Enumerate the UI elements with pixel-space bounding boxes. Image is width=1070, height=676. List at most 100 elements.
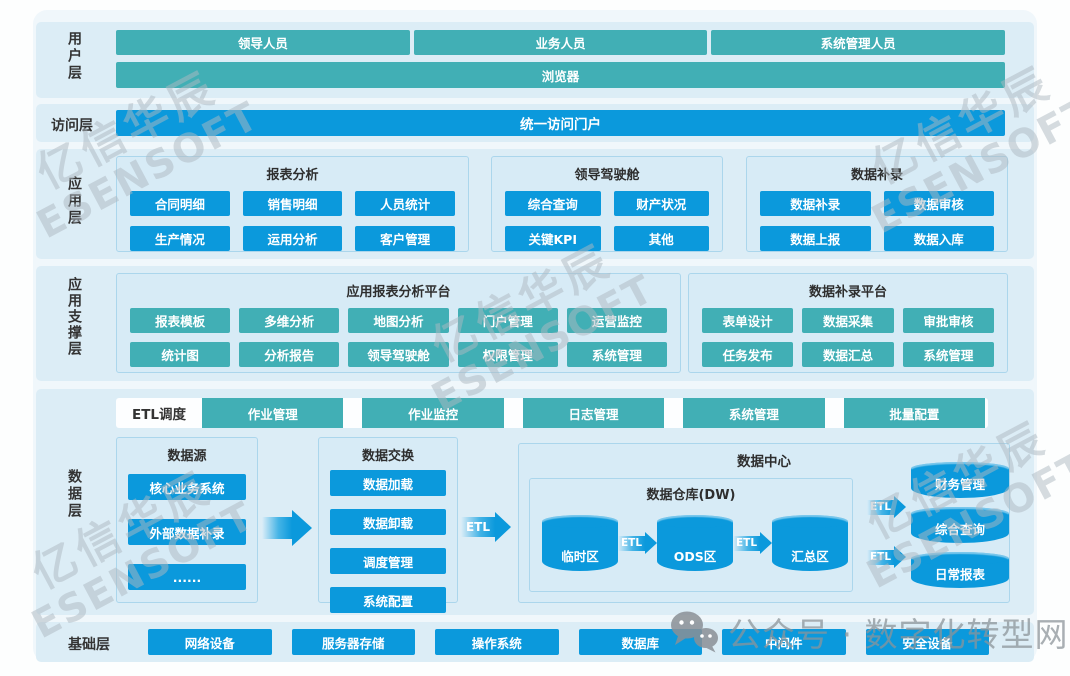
infra-button: 操作系统 bbox=[435, 629, 559, 655]
cylinder-label: 财务管理 bbox=[934, 476, 985, 492]
arrow-tail: ETL bbox=[461, 517, 495, 537]
arrow-head bbox=[894, 546, 906, 568]
arrow-head bbox=[894, 496, 906, 518]
arrow-head bbox=[495, 512, 511, 542]
dw-box: 数据仓库(DW) 临时区 ETL ODS区 ETL 汇总区 bbox=[529, 478, 853, 592]
exchange-button: 调度管理 bbox=[330, 548, 446, 574]
layer-label-user: 用户层 bbox=[66, 31, 82, 82]
role-button: 领导人员 bbox=[116, 30, 410, 55]
layer-label-support: 应用支撑层 bbox=[66, 277, 82, 357]
browser-bar: 浏览器 bbox=[116, 62, 1005, 88]
etl-bar-button: 系统管理 bbox=[683, 398, 825, 428]
app-button: 财产状况 bbox=[613, 191, 709, 216]
dw-cylinder: 汇总区 bbox=[772, 515, 848, 571]
dw-cylinder: 临时区 bbox=[542, 515, 618, 571]
support-button: 地图分析 bbox=[348, 308, 449, 333]
support-button: 审批审核 bbox=[902, 308, 994, 333]
app-button: 人员统计 bbox=[355, 191, 455, 216]
app-button: 关键KPI bbox=[505, 226, 601, 251]
group-box-cockpit: 领导驾驶舱 综合查询 财产状况 关键KPI 其他 bbox=[491, 156, 723, 252]
exchange-button: 系统配置 bbox=[330, 587, 446, 613]
arrow-head bbox=[760, 532, 772, 554]
app-button: 销售明细 bbox=[242, 191, 343, 216]
role-button: 系统管理人员 bbox=[711, 30, 1006, 55]
app-button: 数据审核 bbox=[883, 191, 994, 216]
etl-arrow: ETL bbox=[867, 546, 906, 568]
role-button: 业务人员 bbox=[413, 30, 708, 55]
etl-schedule-bar: ETL调度 作业管理 作业监控 日志管理 系统管理 批量配置 bbox=[116, 398, 988, 428]
diagram-canvas: 用户层 领导人员 业务人员 系统管理人员 浏览器 访问层 统一访问门户 应用层 … bbox=[33, 10, 1037, 662]
exchange-button: 数据卸载 bbox=[330, 509, 446, 535]
app-button: 客户管理 bbox=[355, 226, 455, 251]
etl-arrow: ETL bbox=[461, 512, 511, 542]
infra-button: 网络设备 bbox=[148, 629, 272, 655]
cylinder-label: 汇总区 bbox=[791, 549, 829, 564]
app-button: 其他 bbox=[613, 226, 709, 251]
group-title: 数据补录平台 bbox=[808, 285, 887, 300]
app-button: 生产情况 bbox=[130, 226, 230, 251]
mart-cylinder: 日常报表 bbox=[911, 552, 1009, 588]
dw-zones: 临时区 ETL ODS区 ETL 汇总区 bbox=[542, 515, 848, 571]
app-button: 数据上报 bbox=[760, 226, 871, 251]
arrow-tail: ETL bbox=[618, 535, 645, 551]
layer-band-support: 应用支撑层 应用报表分析平台 报表模板 多维分析 地图分析 门户管理 运营监控 … bbox=[36, 266, 1034, 381]
group-title: 报表分析 bbox=[266, 168, 319, 183]
etl-arrow: ETL bbox=[867, 496, 906, 518]
group-items: 综合查询 财产状况 关键KPI 其他 bbox=[492, 191, 722, 251]
layer-band-infra: 基础层 网络设备 服务器存储 操作系统 数据库 中间件 安全设备 bbox=[36, 622, 1034, 662]
app-button: 合同明细 bbox=[130, 191, 230, 216]
etl-bar-button: 批量配置 bbox=[843, 398, 986, 428]
app-button: 运用分析 bbox=[242, 226, 343, 251]
box-title: 数据中心 bbox=[737, 454, 791, 470]
dw-cylinder: ODS区 bbox=[657, 515, 733, 571]
infra-row: 网络设备 服务器存储 操作系统 数据库 中间件 安全设备 bbox=[148, 629, 989, 655]
box-title: 数据源 bbox=[167, 449, 207, 464]
box-title: 数据仓库(DW) bbox=[646, 488, 736, 503]
group-title: 数据补录 bbox=[850, 168, 903, 183]
support-button: 任务发布 bbox=[702, 342, 794, 367]
group-items: 表单设计 数据采集 审批审核 任务发布 数据汇总 系统管理 bbox=[689, 308, 1007, 367]
support-button: 报表模板 bbox=[130, 308, 231, 333]
arrow-tail: ETL bbox=[867, 549, 894, 565]
support-button: 统计图 bbox=[130, 342, 231, 367]
support-button: 分析报告 bbox=[239, 342, 340, 367]
datacenter-box: 数据中心 数据仓库(DW) 临时区 ETL ODS区 ETL bbox=[518, 443, 1010, 603]
support-button: 权限管理 bbox=[457, 342, 558, 367]
app-button: 数据补录 bbox=[760, 191, 871, 216]
group-box-report-analysis: 报表分析 合同明细 销售明细 人员统计 生产情况 运用分析 客户管理 bbox=[116, 156, 469, 252]
support-button: 系统管理 bbox=[902, 342, 994, 367]
support-button: 多维分析 bbox=[239, 308, 340, 333]
layer-label-data: 数据层 bbox=[66, 469, 82, 520]
group-items: 报表模板 多维分析 地图分析 门户管理 运营监控 统计图 分析报告 领导驾驶舱 … bbox=[117, 308, 680, 367]
etl-arrow: ETL bbox=[618, 532, 657, 554]
cylinder-label: 综合查询 bbox=[934, 521, 985, 537]
infra-button: 数据库 bbox=[578, 629, 702, 655]
group-box-supplement-platform: 数据补录平台 表单设计 数据采集 审批审核 任务发布 数据汇总 系统管理 bbox=[688, 273, 1008, 373]
group-title: 领导驾驶舱 bbox=[574, 168, 640, 183]
user-roles-row: 领导人员 业务人员 系统管理人员 bbox=[116, 30, 1006, 55]
etl-bar-label: ETL调度 bbox=[131, 407, 187, 423]
arrow-head bbox=[292, 510, 312, 546]
support-button: 数据采集 bbox=[802, 308, 894, 333]
data-exchange-box: 数据交换 数据加载 数据卸载 调度管理 系统配置 bbox=[318, 437, 458, 613]
cylinder-label: 日常报表 bbox=[934, 566, 985, 582]
app-button: 数据入库 bbox=[883, 226, 994, 251]
app-button: 综合查询 bbox=[505, 191, 601, 216]
support-button: 系统管理 bbox=[566, 342, 667, 367]
arrow-tail: ETL bbox=[733, 535, 760, 551]
box-items: 数据加载 数据卸载 调度管理 系统配置 bbox=[319, 466, 457, 613]
infra-button: 中间件 bbox=[722, 629, 846, 655]
support-button: 领导驾驶舱 bbox=[348, 342, 449, 367]
etl-bar-button: 日志管理 bbox=[522, 398, 665, 428]
support-button: 数据汇总 bbox=[802, 342, 894, 367]
mart-cylinder: 财务管理 bbox=[911, 462, 1009, 498]
group-title: 应用报表分析平台 bbox=[346, 285, 451, 300]
support-button: 运营监控 bbox=[566, 308, 667, 333]
layer-band-access: 访问层 统一访问门户 bbox=[36, 104, 1034, 142]
arrow-tail bbox=[262, 517, 292, 539]
layer-label-access: 访问层 bbox=[51, 118, 93, 134]
etl-arrow: ETL bbox=[733, 532, 772, 554]
etl-bar-button: 作业管理 bbox=[202, 398, 344, 428]
exchange-button: 数据加载 bbox=[330, 470, 446, 496]
